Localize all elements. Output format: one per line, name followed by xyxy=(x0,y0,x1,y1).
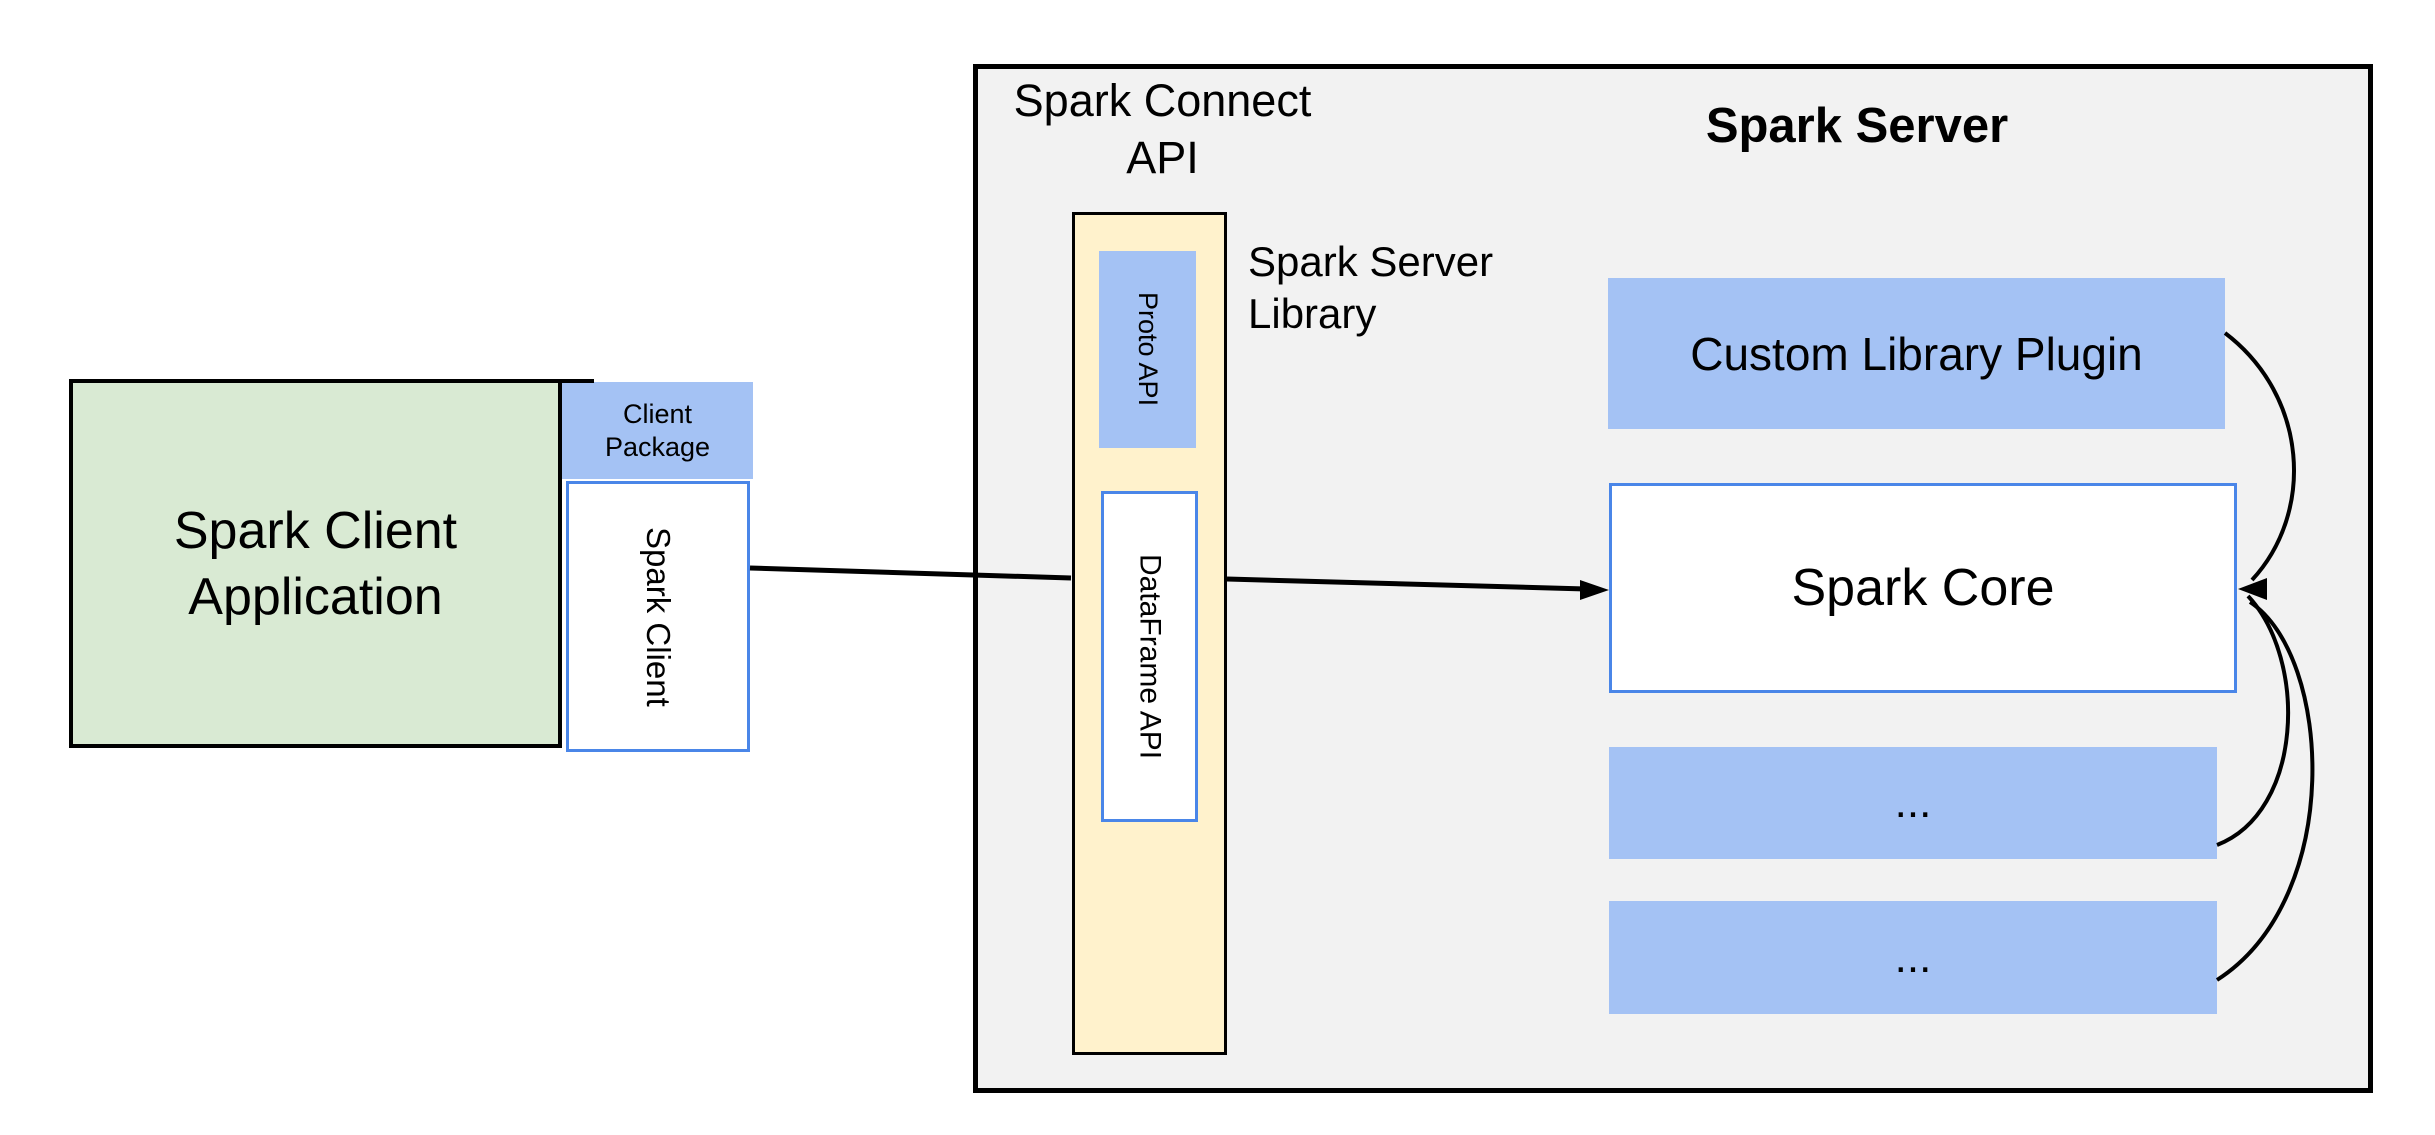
custom-library-plugin-label: Custom Library Plugin xyxy=(1690,327,2143,380)
spark-core-label: Spark Core xyxy=(1791,559,2055,617)
dataframe-api-label: DataFrame API xyxy=(1133,553,1167,760)
more-plugins-label-2: ... xyxy=(1894,932,1932,982)
spark-client-application-box: Spark Client Application xyxy=(69,379,562,748)
more-plugins-box-2: ... xyxy=(1609,901,2217,1014)
spark-connect-api-title: Spark Connect API xyxy=(1013,75,1312,183)
dataframe-api-box: DataFrame API xyxy=(1101,491,1198,822)
spark-server-title: Spark Server xyxy=(1705,99,2009,153)
client-package-box: Client Package xyxy=(562,382,753,479)
custom-library-plugin-box: Custom Library Plugin xyxy=(1608,278,2225,429)
spark-core-box: Spark Core xyxy=(1609,483,2237,693)
spark-client-box: Spark Client xyxy=(566,481,750,752)
spark-client-label: Spark Client xyxy=(640,526,677,707)
client-package-label: Client Package xyxy=(604,398,711,462)
more-plugins-label-1: ... xyxy=(1894,778,1932,827)
proto-api-box: Proto API xyxy=(1099,251,1196,448)
more-plugins-box-1: ... xyxy=(1609,747,2217,859)
spark-server-library-label: Spark Server Library xyxy=(1248,238,1494,337)
proto-api-label: Proto API xyxy=(1133,292,1163,407)
spark-client-application-label: Spark Client Application xyxy=(173,501,458,626)
